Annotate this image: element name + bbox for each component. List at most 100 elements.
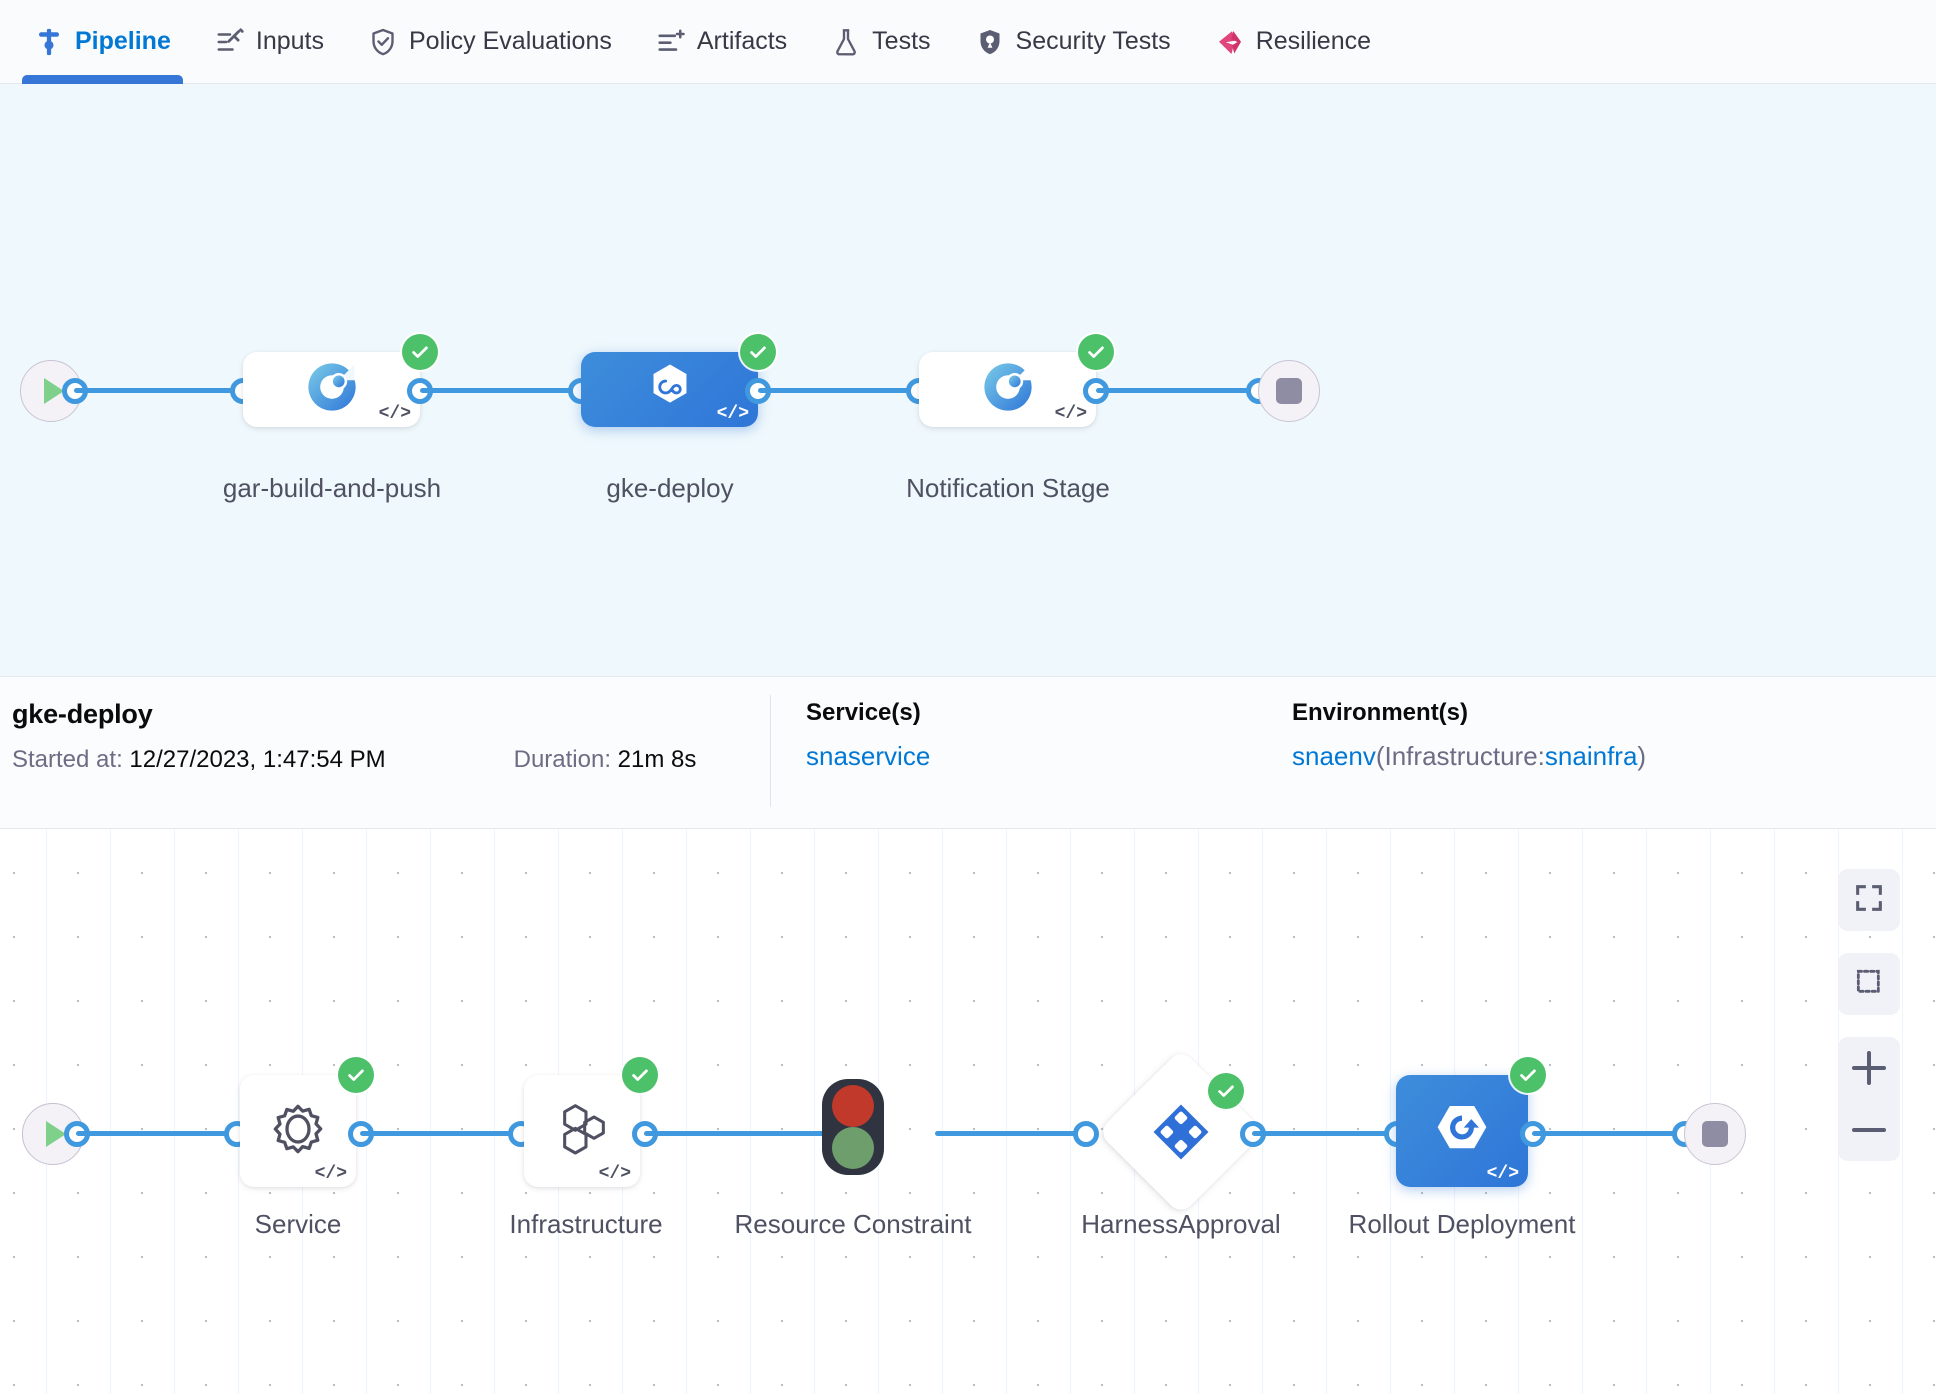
edge [758, 388, 918, 393]
tab-label: Artifacts [696, 27, 788, 55]
started-at: Started at: 12/27/2023, 1:47:54 PM [12, 746, 386, 774]
infrastructure-prefix: (Infrastructure: [1375, 741, 1545, 771]
edge [76, 1131, 236, 1136]
stop-icon [1702, 1121, 1728, 1147]
tab-label: Tests [872, 27, 931, 55]
tab-label: Inputs [255, 27, 324, 55]
play-icon [44, 378, 64, 404]
stop-icon [1276, 378, 1302, 404]
stage-graph-canvas[interactable]: </> Service </> [0, 829, 1936, 1394]
edge [935, 1131, 1085, 1136]
step-node-rollout-deployment[interactable]: </> [1396, 1057, 1546, 1187]
tab-policy-evaluations[interactable]: Policy Evaluations [346, 0, 634, 84]
security-shield-icon [975, 27, 1005, 57]
selection-box-button[interactable] [1838, 953, 1900, 1015]
stage-node-gke-deploy[interactable]: </> [581, 334, 776, 427]
duration-label: Duration: [513, 746, 611, 773]
step-label: HarnessApproval [1081, 1209, 1281, 1239]
step-node-service[interactable]: </> [240, 1057, 374, 1187]
zoom-out-button[interactable] [1838, 1099, 1900, 1161]
status-badge-success [622, 1057, 658, 1093]
environments-column: Environment(s) snaenv(Infrastructure:sna… [1292, 699, 1646, 772]
environments-header: Environment(s) [1292, 699, 1469, 726]
stage-label: gar-build-and-push [222, 473, 442, 503]
stage-detail-bar: gke-deploy Started at: 12/27/2023, 1:47:… [0, 677, 1936, 829]
service-link[interactable]: snaservice [806, 741, 931, 771]
pipeline-end-node [1258, 360, 1320, 422]
edge [420, 388, 580, 393]
step-node-resource-constraint[interactable] [822, 1079, 884, 1175]
environment-link[interactable]: snaenv [1292, 741, 1376, 771]
step-label: Infrastructure [509, 1209, 663, 1239]
selection-box-icon [1853, 966, 1885, 1003]
tab-tests[interactable]: Tests [809, 0, 952, 84]
status-badge-success [740, 334, 776, 370]
status-badge-success [1078, 334, 1114, 370]
port [1073, 1121, 1099, 1147]
tab-label: Pipeline [75, 27, 171, 55]
approval-diamond-icon [1140, 1091, 1222, 1173]
code-icon: </> [1054, 404, 1087, 424]
stage-label: Notification Stage [906, 473, 1110, 503]
code-icon: </> [378, 404, 411, 424]
duration-value: 21m 8s [617, 746, 697, 773]
plus-icon [1852, 1051, 1886, 1085]
code-icon: </> [716, 404, 749, 424]
zoom-button-group [1838, 1037, 1900, 1161]
stage-detail-title: gke-deploy [12, 699, 153, 729]
status-badge-success [338, 1057, 374, 1093]
hexagons-icon [550, 1097, 614, 1166]
traffic-light-green-lamp [832, 1127, 874, 1169]
flask-icon [831, 27, 861, 57]
status-badge-success [1208, 1073, 1244, 1109]
infrastructure-link[interactable]: snainfra [1544, 741, 1638, 771]
stage-node-notification-stage[interactable]: </> [919, 334, 1114, 427]
pipeline-graph-canvas[interactable]: </> gar-build-and-push </> [0, 84, 1936, 677]
status-badge-success [1510, 1057, 1546, 1093]
edge [1252, 1131, 1402, 1136]
code-icon: </> [1486, 1164, 1519, 1184]
edge [1096, 388, 1258, 393]
minus-icon [1852, 1113, 1886, 1147]
step-node-infrastructure[interactable]: </> [524, 1057, 658, 1187]
pipeline-icon [34, 27, 64, 57]
started-at-label: Started at: [12, 746, 123, 773]
stage-node-gar-build-and-push[interactable]: </> [243, 334, 438, 427]
policy-shield-icon [368, 27, 398, 57]
execution-tab-bar: Pipeline Inputs Policy Evaluations [0, 0, 1936, 84]
gear-icon [265, 1096, 331, 1167]
code-icon: </> [314, 1164, 347, 1184]
tab-label: Policy Evaluations [408, 27, 612, 55]
rollout-deployment-icon [1428, 1095, 1496, 1168]
tab-security-tests[interactable]: Security Tests [953, 0, 1193, 84]
edge [1532, 1131, 1684, 1136]
traffic-light-red-lamp [832, 1085, 874, 1127]
code-icon: </> [598, 1164, 631, 1184]
tab-resilience[interactable]: Resilience [1193, 0, 1393, 84]
tab-label: Security Tests [1015, 27, 1171, 55]
fit-screen-icon [1853, 882, 1885, 919]
resilience-icon [1215, 27, 1245, 57]
tab-artifacts[interactable]: Artifacts [634, 0, 809, 84]
detail-divider [770, 695, 771, 807]
fit-to-screen-button[interactable] [1838, 869, 1900, 931]
ci-build-icon [305, 360, 359, 419]
started-at-value: 12/27/2023, 1:47:54 PM [129, 746, 386, 773]
duration: Duration: 21m 8s [514, 746, 697, 774]
tab-inputs[interactable]: Inputs [193, 0, 346, 84]
zoom-in-button[interactable] [1838, 1037, 1900, 1099]
infrastructure-suffix: ) [1637, 741, 1647, 771]
tab-pipeline[interactable]: Pipeline [12, 0, 193, 84]
ci-build-icon [981, 360, 1035, 419]
services-header: Service(s) [806, 699, 921, 726]
graph-zoom-controls [1838, 869, 1900, 1161]
artifacts-icon [656, 27, 686, 57]
step-label: Resource Constraint [734, 1209, 972, 1239]
inputs-icon [215, 27, 245, 57]
services-column: Service(s) snaservice [806, 699, 930, 772]
stage-end-node [1684, 1103, 1746, 1165]
play-icon [46, 1121, 66, 1147]
edge [360, 1131, 520, 1136]
tab-label: Resilience [1255, 27, 1372, 55]
